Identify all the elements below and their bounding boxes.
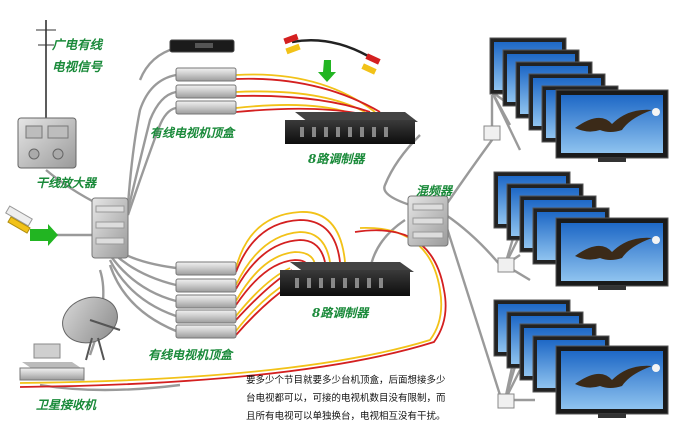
modulator-icon <box>280 262 414 296</box>
splitter-icon <box>483 125 501 141</box>
satellite-receiver-label: 卫星接收机 <box>36 398 97 412</box>
antenna-icon <box>36 20 56 120</box>
tv-icon <box>555 345 669 418</box>
amplifier-icon <box>17 117 77 169</box>
top-av-cables <box>235 73 381 114</box>
splitter-icon <box>497 393 515 409</box>
arrow-icon <box>318 60 336 82</box>
set-top-box-icon <box>169 39 235 53</box>
tv-icon <box>555 89 669 162</box>
explanation-note: 要多少个节目就要多少台机顶盒，后面想接多少 台电视都可以，可接的电视机数目没有限… <box>246 372 471 426</box>
note-line-3: 且所有电视可以单独换台，电视相互没有干扰。 <box>246 411 446 422</box>
stb-group-bottom-label: 有线电视机顶盒 <box>148 348 233 362</box>
mixer-icon <box>407 195 449 247</box>
cable-tv-signal-label-1: 广电有线 <box>52 37 103 52</box>
av-cable-icon <box>283 33 381 75</box>
set-top-box-icon <box>175 67 237 115</box>
stb-group-top-label: 有线电视机顶盒 <box>150 126 235 140</box>
modulator-icon <box>285 112 418 144</box>
coax-connector-icon <box>5 205 33 234</box>
note-line-1: 要多少个节目就要多少台机顶盒，后面想接多少 <box>246 375 446 386</box>
arrow-icon <box>30 224 58 246</box>
tv-group-2 <box>493 171 669 290</box>
satellite-dish-icon <box>62 296 121 361</box>
modulator-bottom-label: 8路调制器 <box>312 306 369 320</box>
set-top-box-icon <box>175 261 237 339</box>
modulator-top-label: 8路调制器 <box>308 152 365 166</box>
trunk-amplifier-label: 干线放大器 <box>36 176 97 190</box>
splitter-icon <box>497 257 515 273</box>
tv-icon <box>555 217 669 290</box>
tv-group-1 <box>489 37 669 162</box>
mixer-label: 混频器 <box>416 184 453 198</box>
cable-tv-signal-label-2: 电视信号 <box>52 59 103 74</box>
satellite-receiver-icon <box>19 343 85 381</box>
note-line-2: 台电视都可以，可接的电视机数目没有限制，而 <box>246 393 446 404</box>
splitter-icon <box>91 197 129 259</box>
tv-group-3 <box>493 299 669 418</box>
